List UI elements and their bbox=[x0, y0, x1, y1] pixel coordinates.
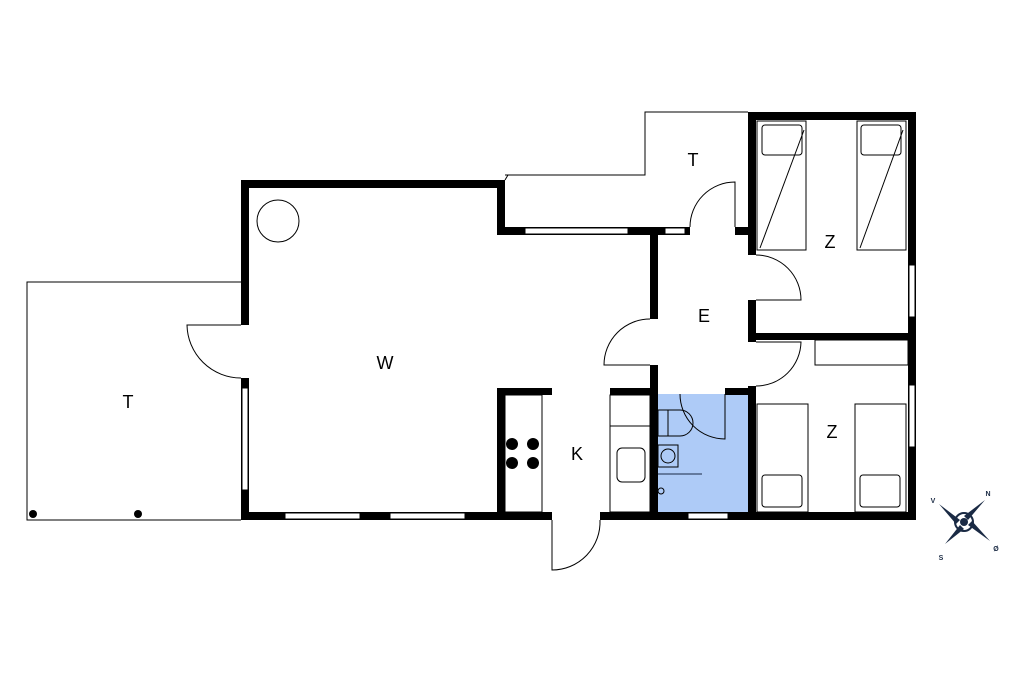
room-label-bedroom-top: Z bbox=[825, 232, 836, 252]
room-label-terrace-top: T bbox=[688, 150, 699, 170]
bathroom-area bbox=[656, 394, 750, 514]
compass-west: V bbox=[931, 498, 936, 505]
bed bbox=[756, 403, 809, 513]
doors bbox=[186, 181, 802, 571]
stove-burner bbox=[527, 457, 539, 469]
compass-icon: V N S Ø bbox=[931, 491, 1000, 562]
room-label-kitchen: K bbox=[571, 444, 583, 464]
compass-east: Ø bbox=[993, 546, 999, 553]
kitchen-sink bbox=[616, 447, 646, 483]
stove-burner bbox=[506, 457, 518, 469]
bed bbox=[856, 120, 907, 251]
post bbox=[29, 510, 37, 518]
furniture bbox=[256, 120, 909, 513]
stove-burner bbox=[527, 438, 539, 450]
post bbox=[134, 510, 142, 518]
washbasin bbox=[657, 444, 679, 468]
compass-north: N bbox=[985, 491, 990, 498]
bed bbox=[854, 403, 907, 513]
compass-south: S bbox=[939, 555, 944, 562]
table-round bbox=[256, 199, 300, 243]
room-label-entrance: E bbox=[698, 306, 710, 326]
toilet bbox=[667, 409, 694, 437]
terrace-left-outline bbox=[26, 281, 241, 521]
room-label-terrace-left: T bbox=[123, 392, 134, 412]
windows bbox=[241, 227, 916, 520]
room-label-living: W bbox=[377, 353, 394, 373]
terrace-top-outline bbox=[504, 111, 748, 181]
stove-burner bbox=[506, 438, 518, 450]
bed bbox=[756, 120, 807, 251]
room-label-bedroom-bottom: Z bbox=[827, 422, 838, 442]
